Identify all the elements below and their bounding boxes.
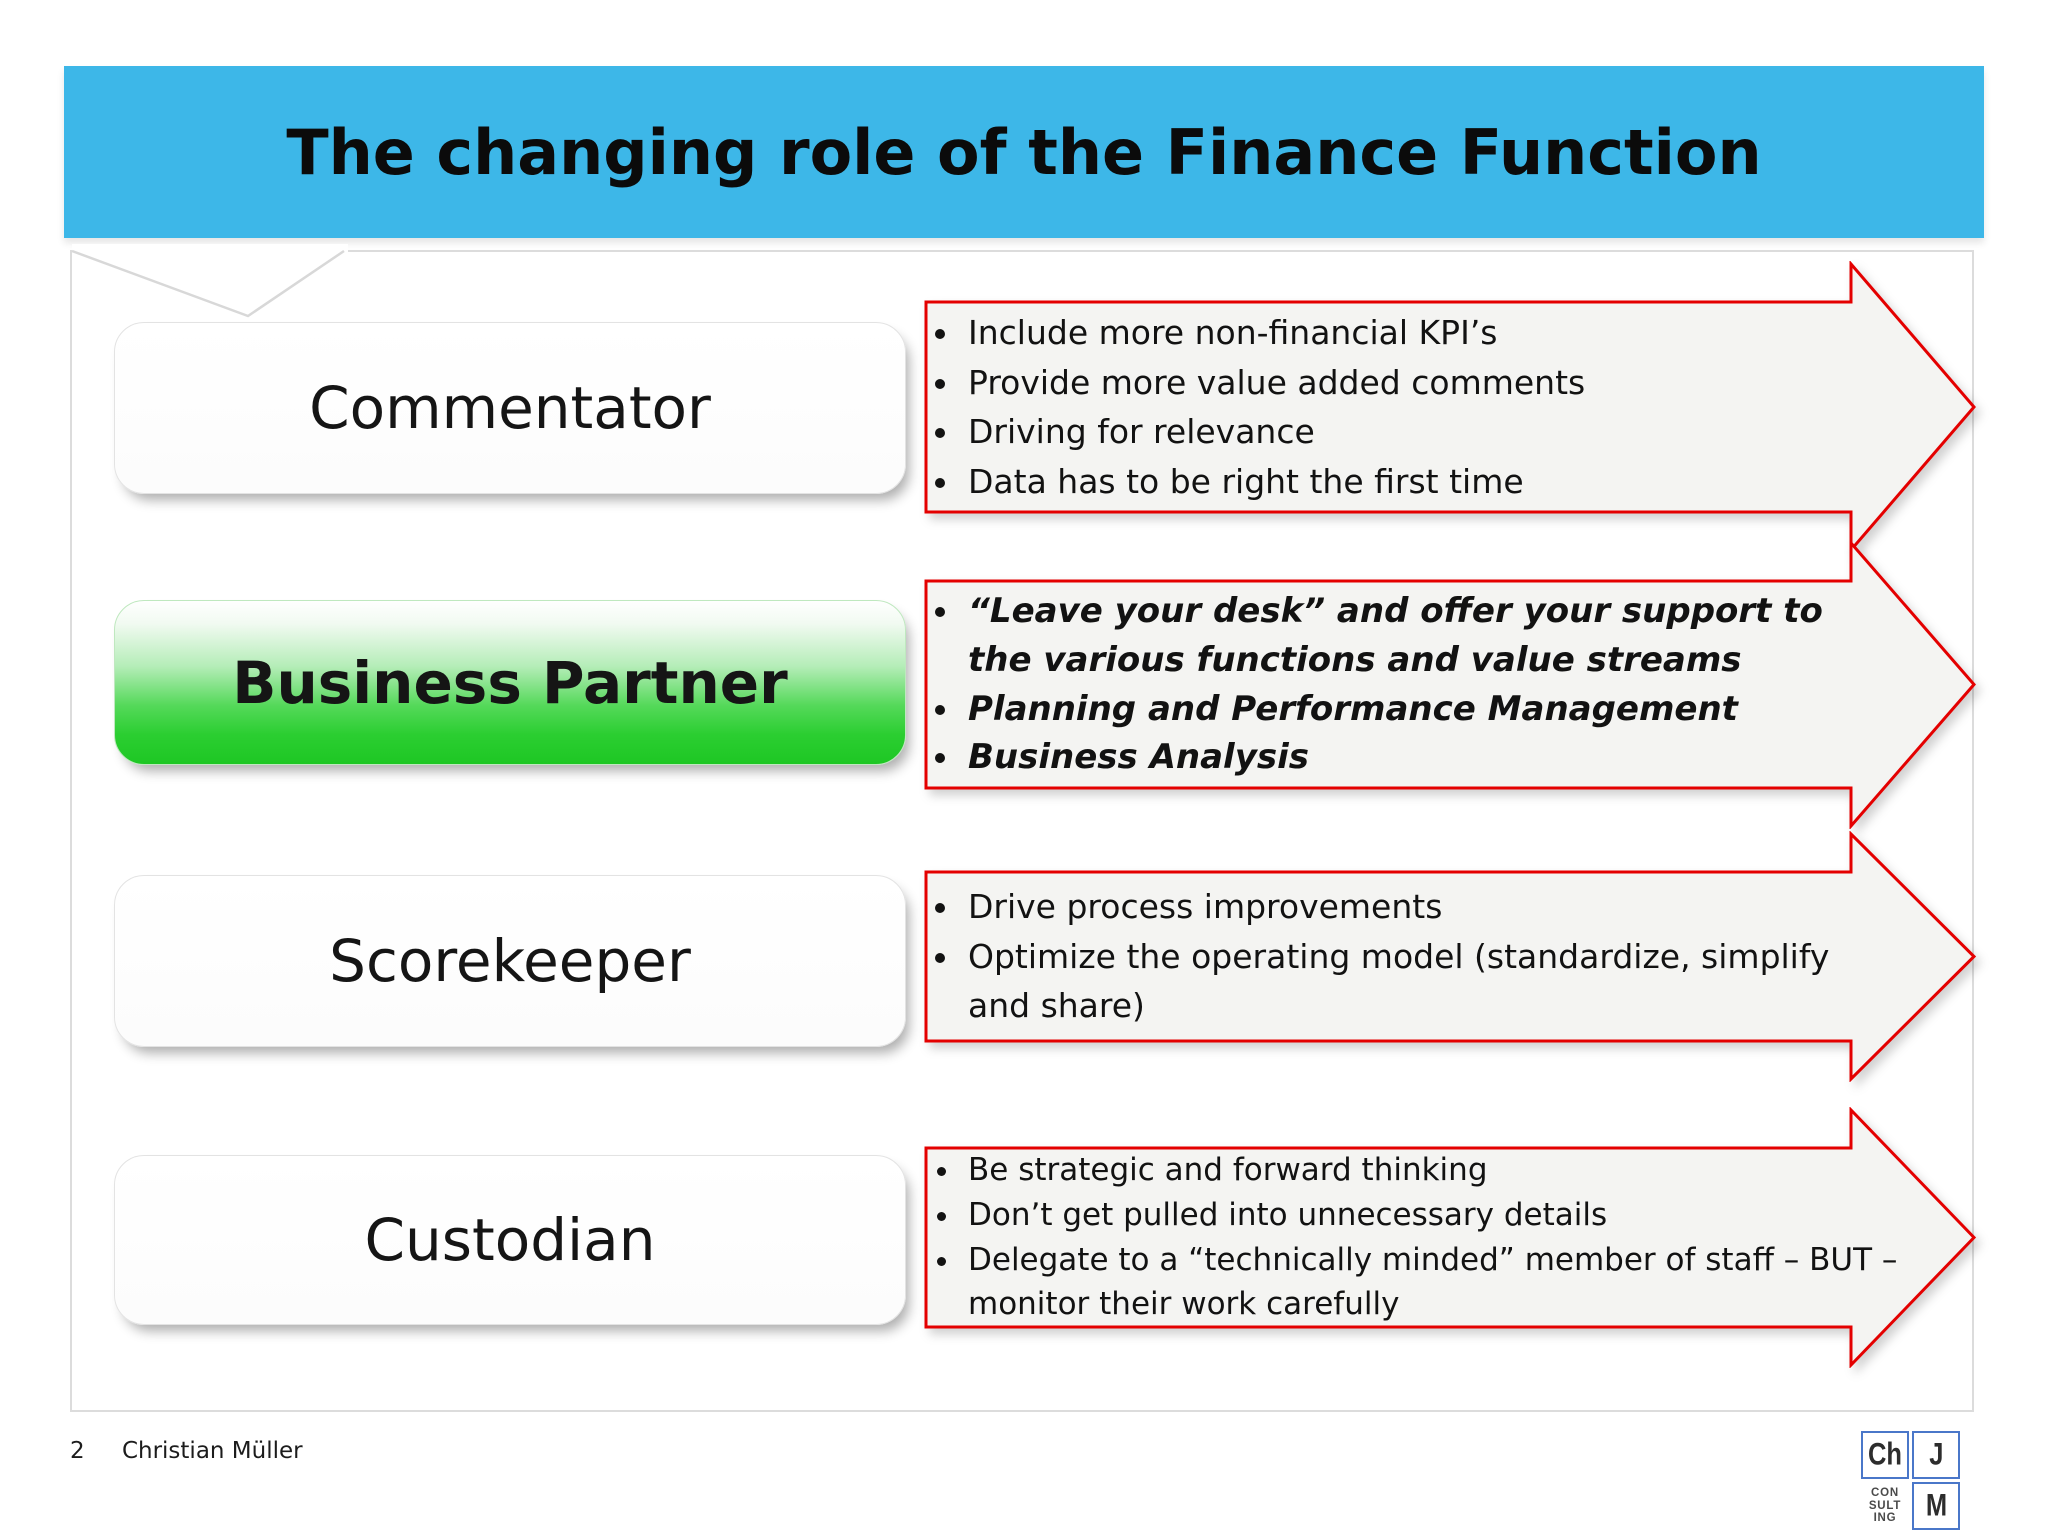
- logo-cell-j: J: [1912, 1431, 1960, 1479]
- arrow-bullets-scorekeeper: Drive process improvements Optimize the …: [926, 872, 1846, 1041]
- bullet-item: Driving for relevance: [962, 407, 1851, 457]
- bullet-item: Provide more value added comments: [962, 358, 1851, 408]
- role-label: Business Partner: [232, 648, 788, 717]
- bullet-item: Drive process improvements: [962, 882, 1846, 932]
- footer-author: Christian Müller: [121, 1438, 303, 1464]
- role-box-commentator: Commentator: [114, 322, 906, 494]
- bullet-item: Include more non-financial KPI’s: [962, 308, 1851, 358]
- page-title: The changing role of the Finance Functio…: [286, 115, 1762, 189]
- arrow-shape-commentator: [924, 261, 1976, 553]
- role-label: Commentator: [309, 374, 711, 442]
- bullet-item: Don’t get pulled into unnecessary detail…: [962, 1193, 1926, 1238]
- bullet-list: Include more non-financial KPI’s Provide…: [926, 308, 1851, 506]
- bullet-list: Be strategic and forward thinking Don’t …: [926, 1148, 1926, 1328]
- role-label: Custodian: [364, 1206, 656, 1274]
- logo-letter-m: M: [1925, 1488, 1947, 1523]
- bullet-item: Be strategic and forward thinking: [962, 1148, 1926, 1193]
- bullet-item: Delegate to a “technically minded” membe…: [962, 1238, 1926, 1328]
- arrow-bullets-business-partner: “Leave your desk” and offer your support…: [926, 581, 1866, 788]
- arrow-bullets-commentator: Include more non-financial KPI’s Provide…: [926, 302, 1851, 512]
- bullet-item: Optimize the operating model (standardiz…: [962, 932, 1846, 1031]
- arrow-shape-custodian: [924, 1107, 1977, 1368]
- logo-cell-m: M: [1912, 1482, 1960, 1530]
- logo-consulting-text: CON SULT ING: [1868, 1486, 1902, 1525]
- bullet-list: “Leave your desk” and offer your support…: [926, 587, 1866, 783]
- arrow-shape-scorekeeper: [924, 831, 1977, 1082]
- consulting-logo: Ch J CON SULT ING M: [1861, 1431, 1960, 1530]
- role-box-custodian: Custodian: [114, 1155, 906, 1325]
- footer: 2 Christian Müller: [70, 1438, 303, 1464]
- bullet-item: Data has to be right the first time: [962, 457, 1851, 507]
- role-box-business-partner: Business Partner: [114, 600, 906, 765]
- logo-cell-ch: Ch: [1861, 1431, 1909, 1479]
- arrow-shape-business-partner: [924, 540, 1976, 829]
- logo-cell-consulting: CON SULT ING: [1861, 1482, 1909, 1530]
- logo-letter-j: J: [1928, 1437, 1944, 1472]
- arrow-bullets-custodian: Be strategic and forward thinking Don’t …: [926, 1148, 1926, 1327]
- ribbon-fold-decoration: [71, 249, 345, 318]
- footer-page-number: 2: [70, 1438, 85, 1464]
- role-box-scorekeeper: Scorekeeper: [114, 875, 906, 1047]
- role-label: Scorekeeper: [329, 927, 691, 995]
- title-banner: The changing role of the Finance Functio…: [64, 66, 1984, 238]
- bullet-list: Drive process improvements Optimize the …: [926, 882, 1846, 1031]
- bullet-item: “Leave your desk” and offer your support…: [962, 587, 1866, 685]
- bullet-item: Planning and Performance Management: [962, 685, 1866, 734]
- bullet-item: Business Analysis: [962, 733, 1866, 782]
- logo-letter-ch: Ch: [1868, 1437, 1902, 1472]
